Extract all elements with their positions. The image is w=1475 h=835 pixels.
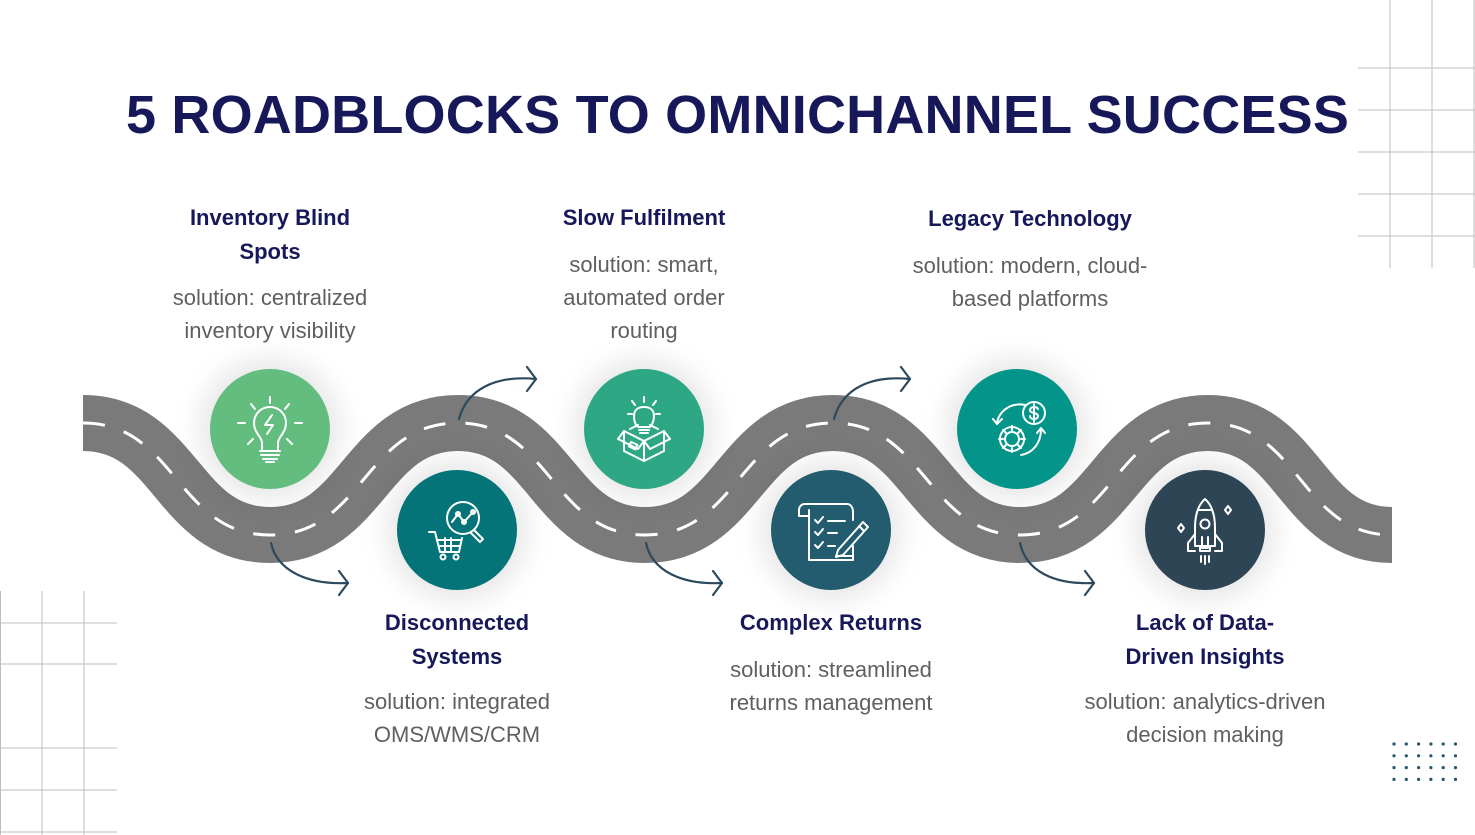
rocket-icon	[1177, 498, 1232, 565]
dot	[1441, 766, 1445, 770]
heading-line: Driven Insights	[1125, 644, 1285, 669]
solution-line: solution: integrated	[364, 689, 550, 714]
cart-analytics-icon	[428, 501, 484, 561]
decorative-grid-top-right	[1358, 0, 1475, 268]
dot	[1441, 754, 1445, 758]
page-title: 5 ROADBLOCKS TO OMNICHANNEL SUCCESS	[125, 85, 1350, 145]
roadblock-4-icon-circle	[771, 470, 891, 590]
arrow-head	[711, 569, 724, 597]
arrow-curve	[832, 377, 912, 421]
arrow-curve	[644, 541, 724, 585]
roadblock-1-solution: solution: centralized inventory visibili…	[150, 281, 390, 347]
solution-line: decision making	[1126, 722, 1284, 747]
heading-line: Inventory Blind	[189, 205, 351, 230]
roadblock-6-icon-circle	[1145, 470, 1265, 590]
dot	[1417, 742, 1421, 746]
roadblock-5-icon-circle	[957, 369, 1077, 489]
solution-line: solution: analytics-driven	[1084, 689, 1326, 714]
heading-line: Lack of Data-	[1135, 610, 1275, 635]
dot	[1417, 766, 1421, 770]
arrow-curve	[269, 541, 350, 585]
roadblock-6-heading: Lack of Data- Driven Insights	[1055, 606, 1355, 674]
roadblock-3: Slow Fulfilment solution: smart, automat…	[514, 201, 774, 347]
dot	[1404, 754, 1408, 758]
heading-line: Slow Fulfilment	[562, 205, 726, 230]
dot	[1453, 766, 1458, 770]
arrow-curve	[457, 377, 538, 421]
dot	[1392, 777, 1396, 782]
dot	[1441, 777, 1445, 782]
dot	[1441, 742, 1445, 746]
heading-line: Spots	[239, 239, 301, 264]
progress-arrows	[269, 365, 1096, 597]
roadblock-2-solution: solution: integrated OMS/WMS/CRM	[327, 685, 587, 751]
roadblock-5-solution: solution: modern, cloud- based platforms	[880, 249, 1180, 315]
dot	[1404, 766, 1408, 770]
solution-line: solution: smart,	[569, 252, 719, 277]
solution-line: returns management	[729, 690, 933, 715]
roadblock-2-icon-circle	[397, 470, 517, 590]
solution-line: solution: modern, cloud-	[912, 253, 1148, 278]
solution-line: solution: streamlined	[730, 657, 932, 682]
dot	[1429, 742, 1433, 746]
roadblock-4-solution: solution: streamlined returns management	[701, 653, 961, 719]
winding-road	[81, 394, 1394, 564]
dot	[1453, 742, 1458, 746]
roadblock-3-icon-circle	[584, 369, 704, 489]
roadblock-4-heading: Complex Returns	[701, 606, 961, 640]
solution-line: based platforms	[951, 286, 1109, 311]
dot	[1417, 777, 1421, 782]
checklist-pencil-icon	[798, 503, 869, 561]
roadblock-2-heading: Disconnected Systems	[327, 606, 587, 674]
heading-line: Systems	[411, 644, 503, 669]
arrow-head	[899, 365, 912, 393]
roadblock-1-heading: Inventory Blind Spots	[150, 201, 390, 269]
decorative-grid-bottom-left	[0, 591, 117, 835]
arrow-head	[337, 569, 350, 597]
road-center-dashes	[82, 421, 1393, 537]
gear-dollar-cycle-icon	[992, 401, 1046, 456]
arrow-curve	[1018, 541, 1096, 585]
dot	[1404, 777, 1408, 782]
solution-line: automated order	[563, 285, 725, 310]
roadblock-4: Complex Returns solution: streamlined re…	[701, 606, 961, 719]
heading-line: Disconnected	[384, 610, 530, 635]
dot	[1453, 777, 1458, 782]
decorative-dot-grid	[1392, 742, 1458, 782]
dot	[1392, 754, 1396, 758]
dot	[1429, 766, 1433, 770]
roadblock-2: Disconnected Systems solution: integrate…	[327, 606, 587, 751]
heading-line: Complex Returns	[739, 610, 923, 635]
roadblock-1: Inventory Blind Spots solution: centrali…	[150, 201, 390, 347]
dot	[1392, 742, 1396, 746]
roadblock-6: Lack of Data- Driven Insights solution: …	[1055, 606, 1355, 751]
lightbulb-bolt-icon	[237, 396, 303, 463]
arrow-head	[1083, 569, 1096, 597]
roadblock-5-heading: Legacy Technology	[880, 202, 1180, 236]
arrow-head	[525, 365, 538, 393]
dot	[1404, 742, 1408, 746]
dot	[1429, 754, 1433, 758]
solution-line: solution: centralized	[172, 285, 368, 310]
dot	[1453, 754, 1458, 758]
box-idea-icon	[617, 396, 671, 462]
roadblock-1-icon-circle	[210, 369, 330, 489]
roadblock-3-heading: Slow Fulfilment	[514, 201, 774, 235]
roadblock-6-solution: solution: analytics-driven decision maki…	[1055, 685, 1355, 751]
solution-line: routing	[610, 318, 678, 343]
dot	[1392, 766, 1396, 770]
solution-line: OMS/WMS/CRM	[373, 722, 541, 747]
roadblock-3-solution: solution: smart, automated order routing	[514, 248, 774, 347]
roadblock-5: Legacy Technology solution: modern, clou…	[880, 202, 1180, 315]
dot	[1417, 754, 1421, 758]
solution-line: inventory visibility	[184, 318, 356, 343]
dot	[1429, 777, 1433, 782]
heading-line: Legacy Technology	[928, 206, 1132, 231]
